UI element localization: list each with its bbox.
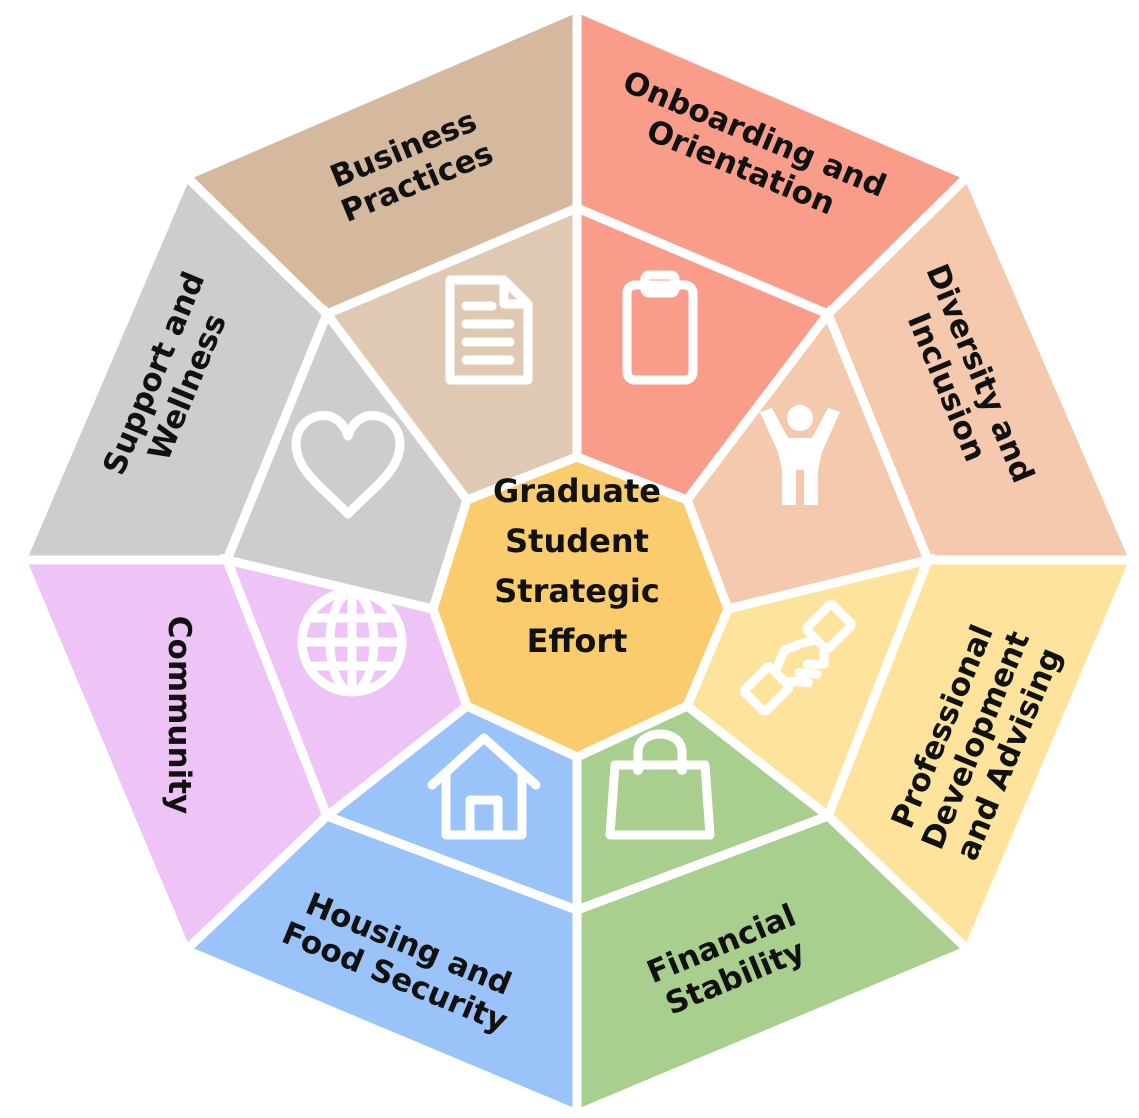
house-icon: [427, 733, 541, 840]
center-label-line: Strategic: [494, 572, 660, 610]
icons: [291, 270, 856, 840]
shopping-bag-icon: [605, 729, 715, 840]
clipboard-icon: [622, 270, 698, 385]
document-icon: [445, 275, 533, 385]
person-arms-up-icon: [760, 405, 840, 505]
handshake-icon: [740, 600, 856, 716]
label-line: Community: [161, 616, 197, 814]
center-label-line: Effort: [527, 622, 628, 660]
heart-icon: [291, 411, 405, 519]
center-octagon: [428, 452, 733, 762]
globe-icon: [297, 587, 407, 697]
label-community: Community: [161, 616, 197, 814]
center-label-line: Graduate: [493, 472, 661, 510]
center-label-line: Student: [505, 522, 649, 560]
